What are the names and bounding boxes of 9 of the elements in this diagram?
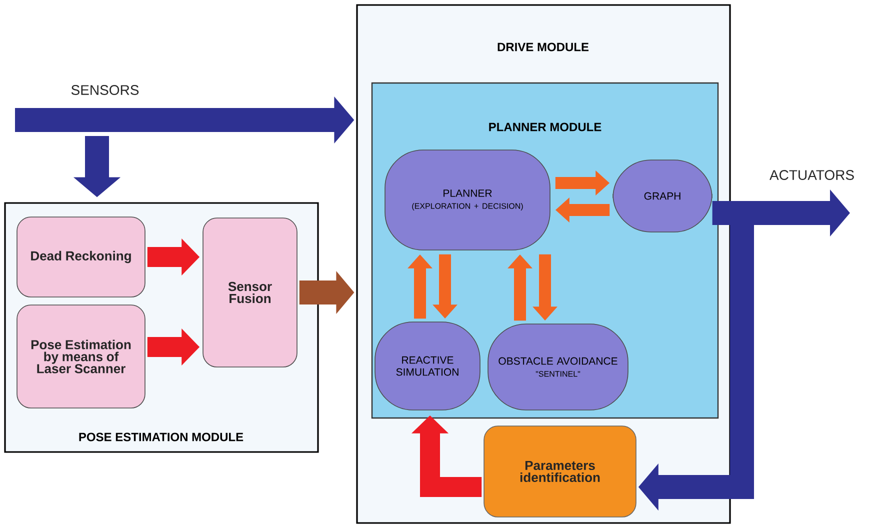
edge-label: ACTUATORS bbox=[770, 170, 854, 180]
module-title: PLANNER MODULE bbox=[489, 122, 602, 132]
process-box: Dead Reckoning bbox=[16, 216, 146, 298]
process-box: Sensor Fusion bbox=[202, 218, 298, 368]
edge-label: SENSORS bbox=[71, 85, 139, 95]
process-box: Parameters identification bbox=[484, 426, 636, 518]
module-title: POSE ESTIMATION MODULE bbox=[79, 432, 244, 442]
process-box: Pose Estimation by means of Laser Scanner bbox=[16, 304, 146, 408]
module-title: DRIVE MODULE bbox=[498, 42, 589, 52]
